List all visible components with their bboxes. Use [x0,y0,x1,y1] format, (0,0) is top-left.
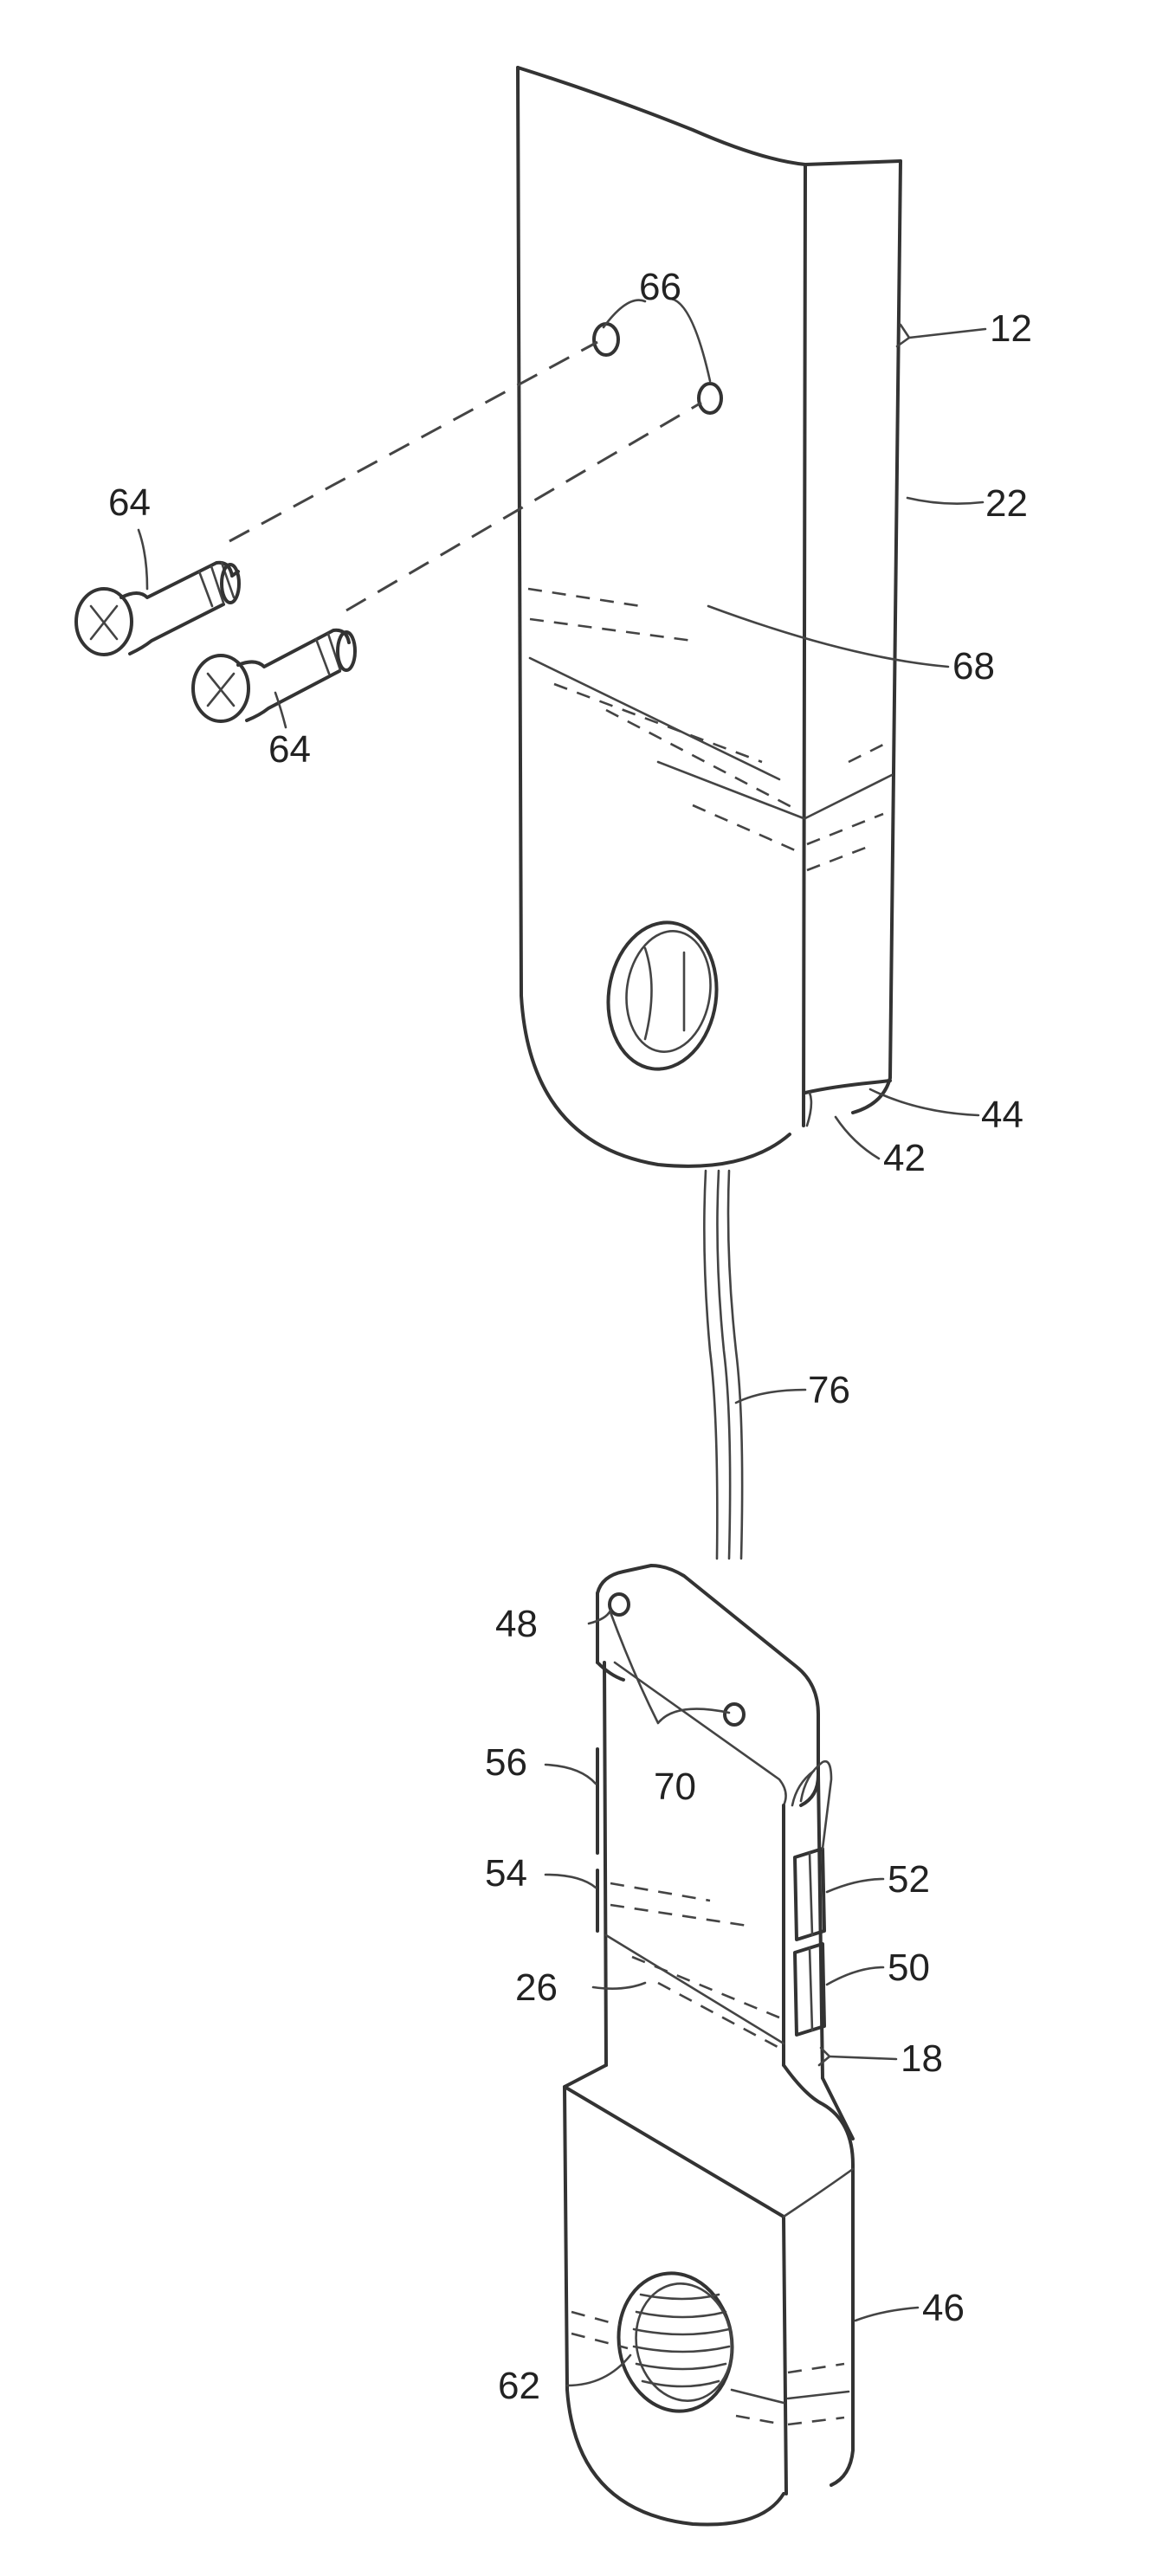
label-56: 56 [485,1741,527,1784]
label-64-bottom: 64 [268,728,311,771]
screw-hole-upper [594,324,618,355]
surface-shading-upper [528,589,892,870]
upper-member [518,68,901,1166]
label-18: 18 [901,2037,943,2080]
label-68: 68 [952,645,995,688]
label-12: 12 [990,307,1032,350]
threaded-hole [608,2264,743,2420]
label-66: 66 [639,266,681,308]
label-44: 44 [981,1094,1023,1136]
screw-lower [193,630,355,721]
cap-hole-left [610,1594,629,1615]
leader-lines [139,299,985,2386]
reference-labels: 12 22 66 64 64 68 44 42 76 48 70 56 54 5… [108,266,1032,2407]
label-48: 48 [495,1603,538,1645]
label-76: 76 [808,1369,850,1411]
label-46: 46 [922,2287,965,2329]
label-54: 54 [485,1852,527,1895]
screw-upper [76,563,239,655]
label-62: 62 [498,2365,540,2407]
label-70: 70 [654,1766,696,1808]
label-52: 52 [888,1858,930,1901]
label-50: 50 [888,1947,930,1989]
label-26: 26 [515,1966,558,2009]
screw-hole-lower [699,384,721,413]
label-64-top: 64 [108,481,151,524]
pivot-hole [599,915,726,1076]
label-42: 42 [883,1137,926,1179]
label-22: 22 [985,482,1028,525]
cable [704,1171,742,1559]
cap-hole-right [725,1704,744,1725]
